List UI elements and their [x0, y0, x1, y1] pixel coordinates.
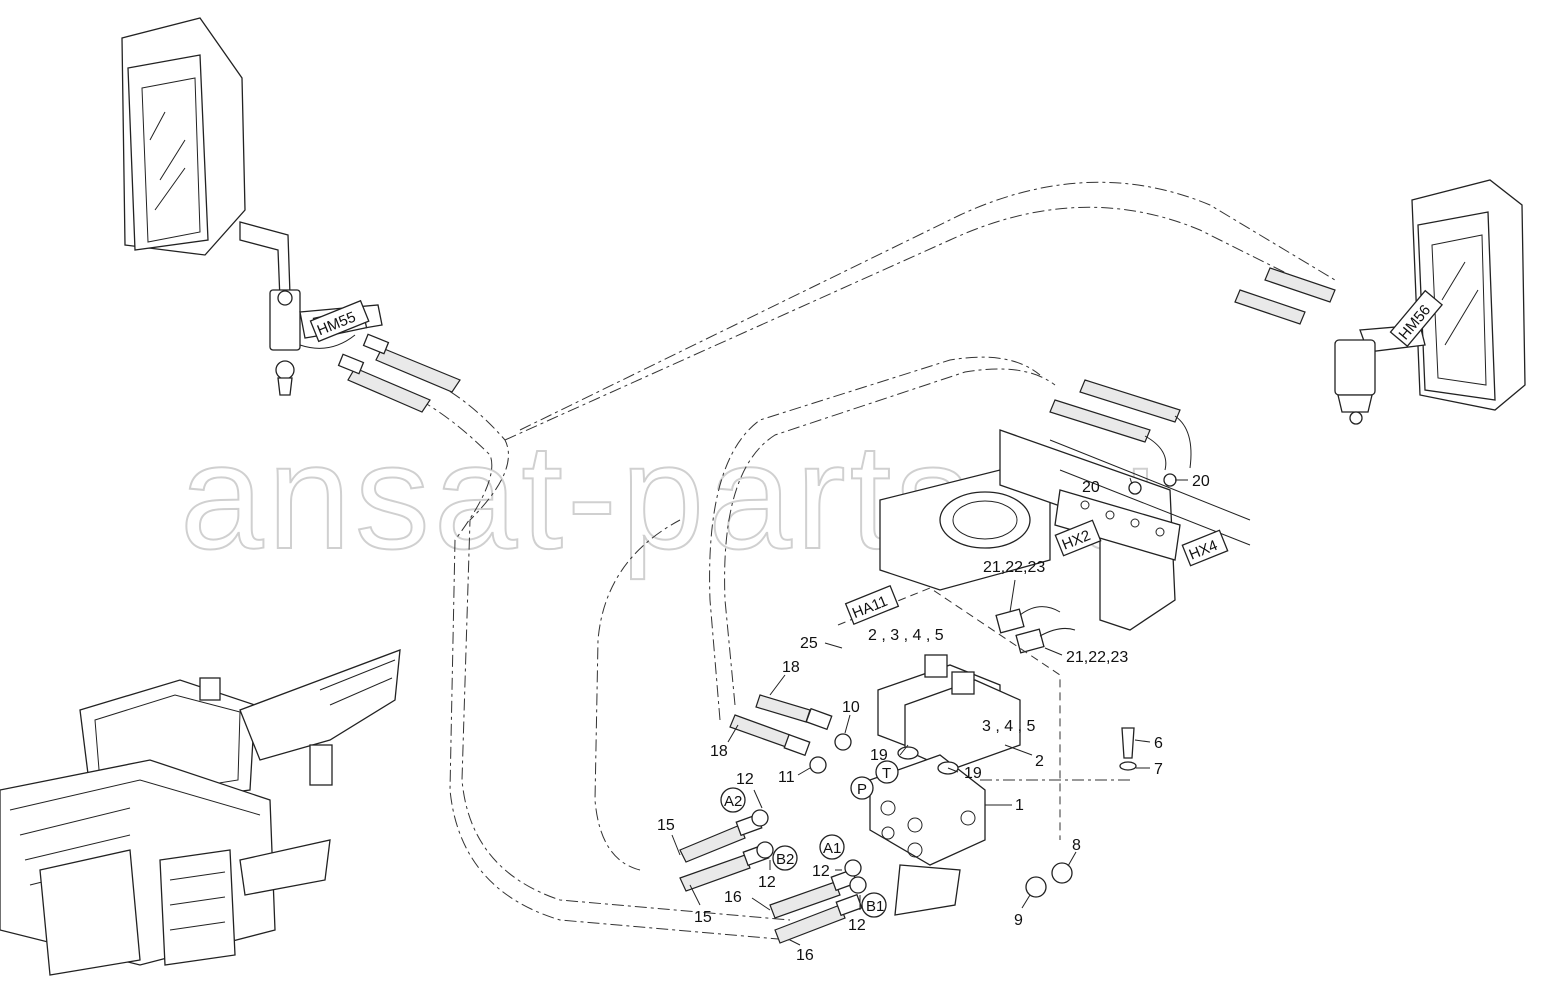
callout-1: 1	[1015, 797, 1024, 814]
center-hoses	[679, 694, 863, 944]
leader-lines	[671, 477, 1188, 946]
svg-text:T: T	[882, 765, 891, 782]
svg-text:B2: B2	[776, 851, 794, 868]
tag-ha11: HA11	[844, 584, 900, 626]
svg-text:P: P	[857, 781, 867, 798]
tag-hx2: HX2	[1054, 519, 1102, 557]
callout-12-a: 12	[736, 771, 754, 788]
plug-connectors	[995, 606, 1076, 654]
svg-text:B1: B1	[866, 898, 884, 915]
valve-block	[869, 654, 1021, 916]
callout-12-d: 12	[848, 917, 866, 934]
callouts: 1 2 6 7 8 9 10 11 12 12 12 12 15 15 16 1…	[657, 473, 1210, 964]
base-bracket	[879, 379, 1251, 631]
callout-7: 7	[1154, 761, 1163, 778]
callout-18-a: 18	[782, 659, 800, 676]
left-mirror	[121, 17, 383, 396]
callout-6: 6	[1154, 735, 1163, 752]
right-mirror	[1234, 179, 1526, 425]
callout-3-4-5: 3 , 4 , 5	[982, 718, 1035, 735]
callout-18-b: 18	[710, 743, 728, 760]
callout-8: 8	[1072, 837, 1081, 854]
callout-21-22-23-b: 21,22,23	[1066, 649, 1128, 666]
callout-21-22-23-a: 21,22,23	[983, 559, 1045, 576]
svg-text:A1: A1	[823, 840, 841, 857]
callout-20-a: 20	[1082, 479, 1100, 496]
callout-25: 25	[800, 635, 818, 652]
callout-19-a: 19	[870, 747, 888, 764]
callout-11: 11	[778, 769, 795, 786]
callout-12-b: 12	[758, 874, 776, 891]
callout-16-a: 16	[724, 889, 742, 906]
tag-hm55: HM55	[309, 299, 370, 343]
port-p: P	[850, 776, 874, 800]
hose-routing-lines	[419, 181, 1336, 941]
svg-text:A2: A2	[724, 793, 742, 810]
callout-15-a: 15	[657, 817, 675, 834]
callout-19-b: 19	[964, 765, 982, 782]
tag-hx4: HX4	[1181, 529, 1229, 567]
port-b1: B1	[861, 892, 887, 918]
left-hoses	[337, 333, 461, 413]
port-a1: A1	[819, 834, 845, 860]
callout-12-c: 12	[812, 863, 830, 880]
callout-20-b: 20	[1192, 473, 1210, 490]
fittings	[751, 473, 1177, 898]
callout-15-b: 15	[694, 909, 712, 926]
callout-16-b: 16	[796, 947, 814, 964]
milling-machine	[0, 649, 401, 976]
callout-9: 9	[1014, 912, 1023, 929]
callout-10: 10	[842, 699, 860, 716]
callout-2: 2	[1035, 753, 1044, 770]
ha11-group-outline	[837, 587, 1061, 840]
port-a2: A2	[720, 787, 746, 813]
port-b2: B2	[772, 845, 798, 871]
callout-2-3-4-5: 2 , 3 , 4 , 5	[868, 627, 944, 644]
port-t: T	[875, 760, 899, 784]
